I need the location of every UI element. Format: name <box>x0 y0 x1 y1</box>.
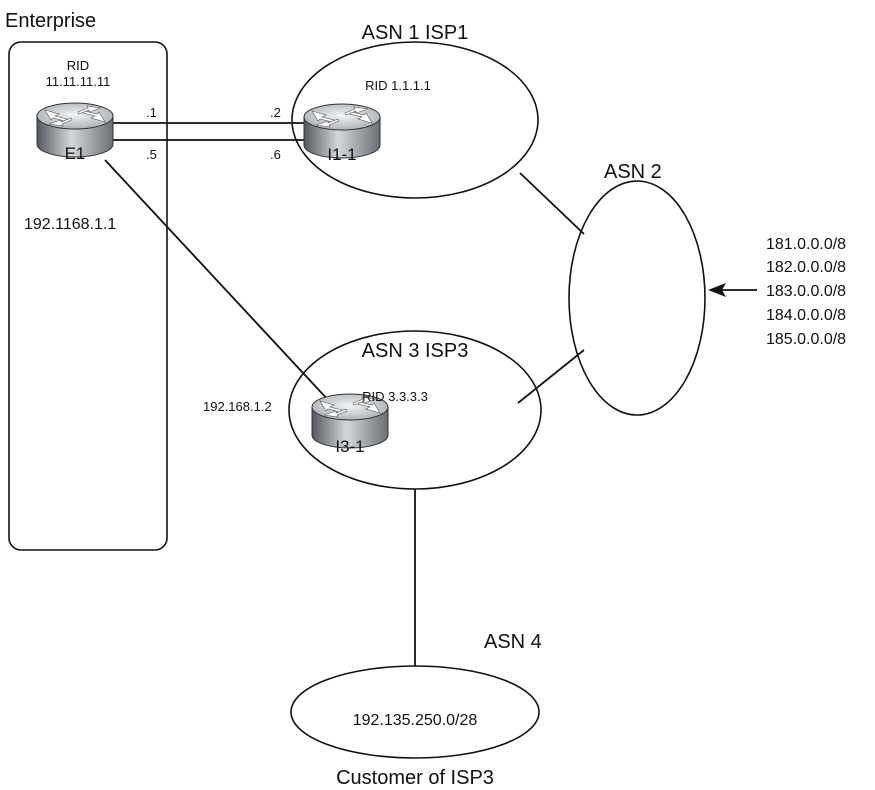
asn4-title: ASN 4 <box>484 631 542 653</box>
asn2-prefix-list: 181.0.0.0/8 182.0.0.0/8 183.0.0.0/8 184.… <box>766 236 846 348</box>
prefix-arrowhead <box>708 283 726 297</box>
enterprise-rid-value: 11.11.11.11 <box>46 74 111 89</box>
enterprise-boundary <box>8 41 168 551</box>
router-e1-label: E1 <box>65 144 86 163</box>
router-i3-1-label: I3-1 <box>335 437 364 456</box>
prefix-item: 181.0.0.0/8 <box>766 236 846 253</box>
asn1-ellipse <box>291 41 539 199</box>
e1-if-top: .1 <box>146 105 157 120</box>
prefix-item: 185.0.0.0/8 <box>766 331 846 348</box>
enterprise-rid-label: RID <box>67 58 89 73</box>
asn1-rid: RID 1.1.1.1 <box>365 78 431 93</box>
i1-if-top: .2 <box>270 105 281 120</box>
asn3-rid: RID 3.3.3.3 <box>362 389 428 404</box>
asn2-ellipse <box>568 180 706 416</box>
asn4-prefix: 192.135.250.0/28 <box>353 712 478 729</box>
prefix-item: 182.0.0.0/8 <box>766 259 846 276</box>
router-i1-1-label: I1-1 <box>327 145 356 164</box>
e1-if-bottom: .5 <box>146 147 157 162</box>
asn1-title: ASN 1 ISP1 <box>362 22 469 44</box>
link-e1-i3 <box>104 159 331 403</box>
asn2-title: ASN 2 <box>604 161 662 183</box>
link-asn1-asn2 <box>519 172 585 235</box>
prefix-item: 183.0.0.0/8 <box>766 283 846 300</box>
asn4-caption: Customer of ISP3 <box>336 767 494 789</box>
link-asn3-asn2 <box>517 349 585 404</box>
enterprise-title: Enterprise <box>5 10 96 32</box>
enterprise-lan-addr: 192.1168.1.1 <box>24 216 116 233</box>
prefix-item: 184.0.0.0/8 <box>766 307 846 324</box>
asn3-title: ASN 3 ISP3 <box>362 340 469 362</box>
i1-if-bottom: .6 <box>270 147 281 162</box>
i3-peer-addr: 192.168.1.2 <box>203 399 272 414</box>
